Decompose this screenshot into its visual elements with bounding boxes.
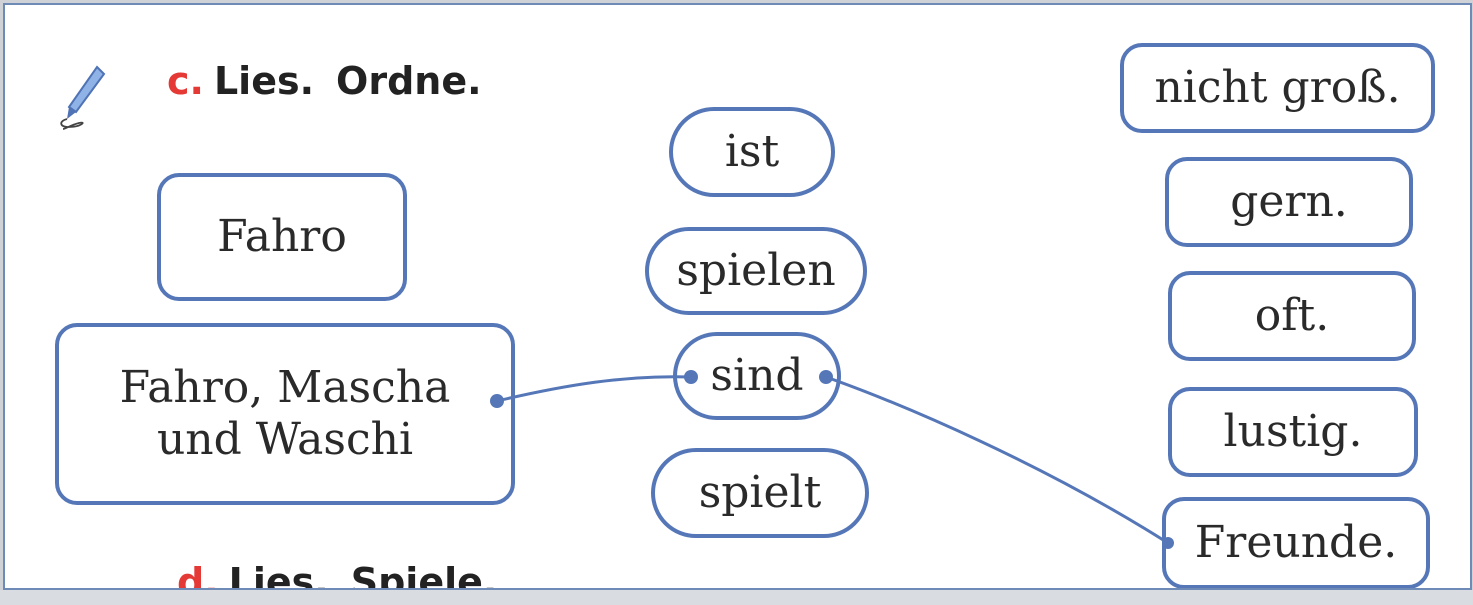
verb-box-ist[interactable]: ist [669, 107, 835, 197]
complement-box-nicht-gross[interactable]: nicht groß. [1120, 43, 1435, 133]
subject-box-label: Fahro, Mascha und Waschi [119, 362, 451, 465]
task-c-letter: c. [167, 59, 204, 103]
connection-dot [684, 370, 698, 384]
subject-box-fahro-mascha-waschi[interactable]: Fahro, Mascha und Waschi [55, 323, 515, 505]
verb-box-spielen[interactable]: spielen [645, 227, 867, 315]
complement-box-gern[interactable]: gern. [1165, 157, 1413, 247]
verb-box-label: ist [724, 126, 780, 178]
complement-box-label: lustig. [1223, 406, 1363, 458]
subject-box-label: Fahro [217, 211, 347, 263]
complement-box-label: oft. [1254, 290, 1330, 342]
connection-lines [490, 370, 1174, 549]
complement-box-oft[interactable]: oft. [1168, 271, 1416, 361]
complement-box-freunde[interactable]: Freunde. [1162, 497, 1430, 588]
task-d-word2: Spiele. [350, 560, 498, 590]
complement-box-label: Freunde. [1194, 517, 1398, 569]
task-c-heading: c.Lies. Ordne. [167, 59, 482, 103]
verb-box-label: spielen [676, 245, 836, 297]
verb-box-label: spielt [698, 467, 822, 519]
complement-box-label: nicht groß. [1154, 62, 1401, 114]
task-d-letter: d. [177, 560, 219, 590]
subject-box-fahro[interactable]: Fahro [157, 173, 407, 301]
bottom-strip [0, 590, 1473, 605]
connection-line-verb-to-complement [825, 375, 1169, 545]
task-c-word2: Ordne. [336, 59, 482, 103]
task-d-heading: d. Lies. Spiele. [177, 560, 498, 590]
connection-dot [490, 394, 504, 408]
connection-dot [819, 370, 833, 384]
connection-dot [1162, 537, 1174, 549]
complement-box-label: gern. [1230, 176, 1348, 228]
verb-box-label: sind [710, 350, 804, 402]
verb-box-sind[interactable]: sind [673, 332, 841, 420]
complement-box-lustig[interactable]: lustig. [1168, 387, 1418, 477]
task-d-word1: Lies. [228, 560, 329, 590]
task-c-word1: Lies. [213, 59, 315, 103]
exercise-sheet: c.Lies.Ordne. d.Lies.Spiele. Fahro Fahro… [3, 3, 1472, 590]
connection-line-subject-to-verb [496, 375, 692, 403]
pen-icon [60, 65, 106, 130]
verb-box-spielt[interactable]: spielt [651, 448, 869, 538]
